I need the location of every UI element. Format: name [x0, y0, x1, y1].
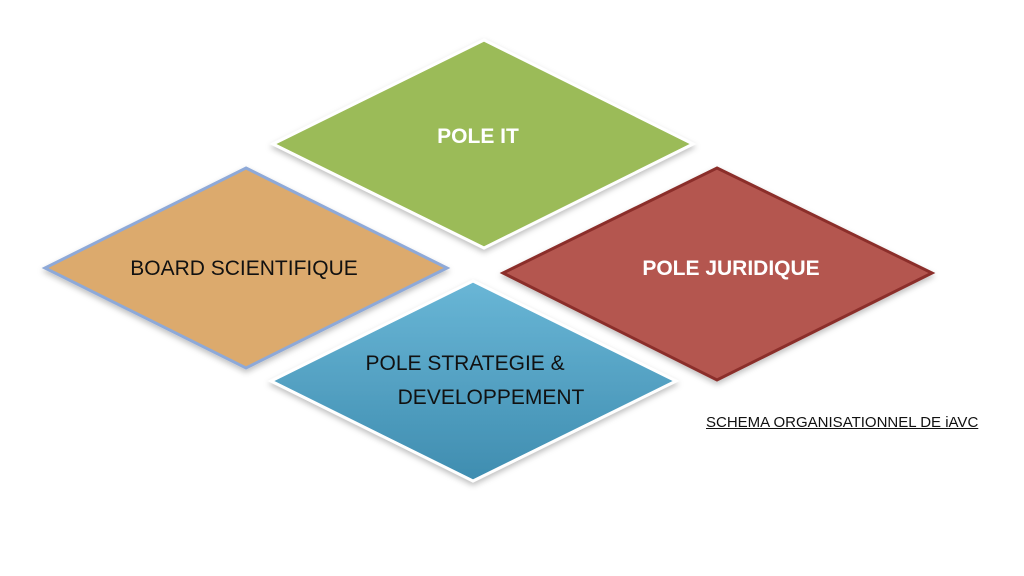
pole-strategie-diamond: [267, 279, 680, 483]
node-pole-strategie: POLE STRATEGIE & DEVELOPPEMENT: [267, 279, 680, 483]
pole-juridique-label: POLE JURIDIQUE: [642, 257, 819, 280]
board-scientifique-label: BOARD SCIENTIFIQUE: [130, 257, 358, 280]
pole-strategie-label-line-1: POLE STRATEGIE &: [365, 352, 564, 375]
node-pole-juridique: POLE JURIDIQUE: [499, 166, 936, 382]
pole-strategie-label-line-2: DEVELOPPEMENT: [398, 386, 585, 409]
node-pole-it: POLE IT: [269, 38, 697, 250]
pole-it-diamond: [269, 38, 697, 250]
pole-it-label: POLE IT: [437, 125, 519, 148]
diagram-caption: SCHEMA ORGANISATIONNEL DE iAVC: [706, 414, 979, 431]
board-scientifique-label-line: BOARD SCIENTIFIQUE: [130, 257, 358, 280]
pole-it-label-line: POLE IT: [437, 125, 519, 148]
board-scientifique-diamond: [41, 166, 451, 370]
node-board-scientifique: BOARD SCIENTIFIQUE: [41, 166, 451, 370]
pole-juridique-label-line: POLE JURIDIQUE: [642, 257, 819, 280]
pole-strategie-label: POLE STRATEGIE & DEVELOPPEMENT: [365, 352, 584, 409]
pole-juridique-diamond: [499, 166, 936, 382]
